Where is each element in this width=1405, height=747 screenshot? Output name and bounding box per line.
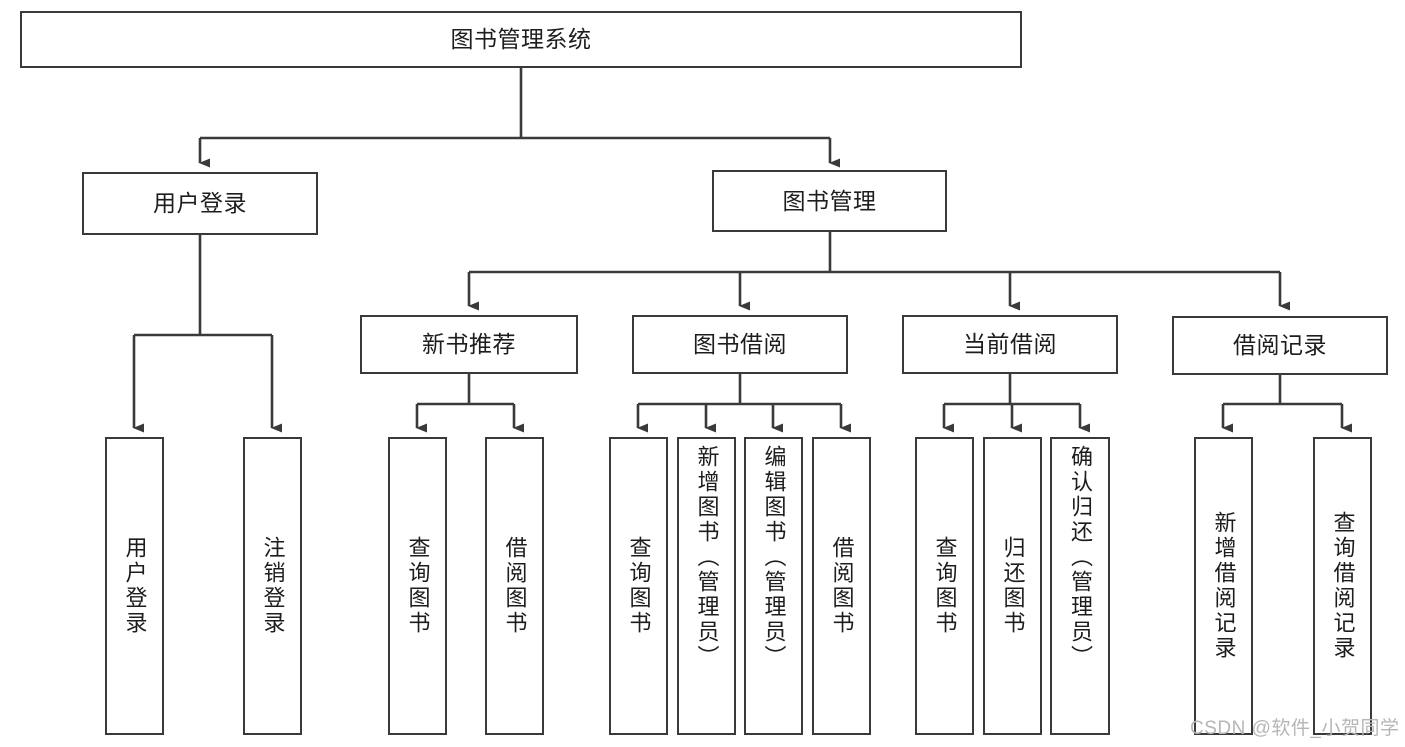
node-label: 借阅记录 [1233,332,1327,359]
node-label: 归还图书 [1000,536,1026,636]
leaf-new-book-query-book[interactable]: 查询图书 [388,437,447,735]
node-label: 确认归还（管理员） [1068,445,1093,670]
node-current-borrow[interactable]: 当前借阅 [902,315,1118,374]
node-label: 借阅图书 [829,536,855,636]
leaf-current-borrow-confirm-return-admin[interactable]: 确认归还（管理员） [1050,437,1110,735]
leaf-user-login-login[interactable]: 用户登录 [105,437,164,735]
node-label: 编辑图书（管理员） [761,445,787,670]
node-user-login[interactable]: 用户登录 [82,172,318,235]
node-label: 图书管理 [782,187,877,214]
leaf-book-borrow-query-book[interactable]: 查询图书 [609,437,668,735]
node-book-borrow[interactable]: 图书借阅 [632,315,848,374]
leaf-book-borrow-borrow-book[interactable]: 借阅图书 [812,437,871,735]
leaf-book-borrow-edit-book-admin[interactable]: 编辑图书（管理员） [744,437,803,735]
node-label: 注销登录 [260,536,286,636]
leaf-user-login-logout[interactable]: 注销登录 [243,437,302,735]
node-label: 用户登录 [153,190,247,217]
leaf-new-book-borrow-book[interactable]: 借阅图书 [485,437,544,735]
node-new-book-recommend[interactable]: 新书推荐 [360,315,578,374]
node-label: 新增借阅记录 [1211,511,1237,661]
leaf-book-borrow-add-book-admin[interactable]: 新增图书（管理员） [677,437,736,735]
node-label: 查询图书 [932,536,958,636]
leaf-current-borrow-query-book[interactable]: 查询图书 [915,437,974,735]
node-label: 新书推荐 [422,331,516,358]
node-label: 查询借阅记录 [1330,511,1356,661]
node-label: 图书借阅 [693,331,787,358]
node-label: 查询图书 [626,536,652,636]
node-label: 新增图书（管理员） [694,445,720,670]
node-label: 图书管理系统 [450,26,592,53]
node-label: 当前借阅 [963,331,1057,358]
node-root-library-system[interactable]: 图书管理系统 [20,11,1022,68]
node-label: 用户登录 [122,536,148,636]
node-label: 借阅图书 [502,536,528,636]
leaf-current-borrow-return-book[interactable]: 归还图书 [983,437,1042,735]
node-borrow-record[interactable]: 借阅记录 [1172,316,1388,375]
watermark-credit: CSDN @软件_小贺同学 [1190,718,1400,739]
leaf-borrow-record-add-record[interactable]: 新增借阅记录 [1194,437,1253,735]
leaf-borrow-record-query-record[interactable]: 查询借阅记录 [1313,437,1372,735]
node-label: 查询图书 [405,536,431,636]
node-book-management[interactable]: 图书管理 [712,170,947,232]
